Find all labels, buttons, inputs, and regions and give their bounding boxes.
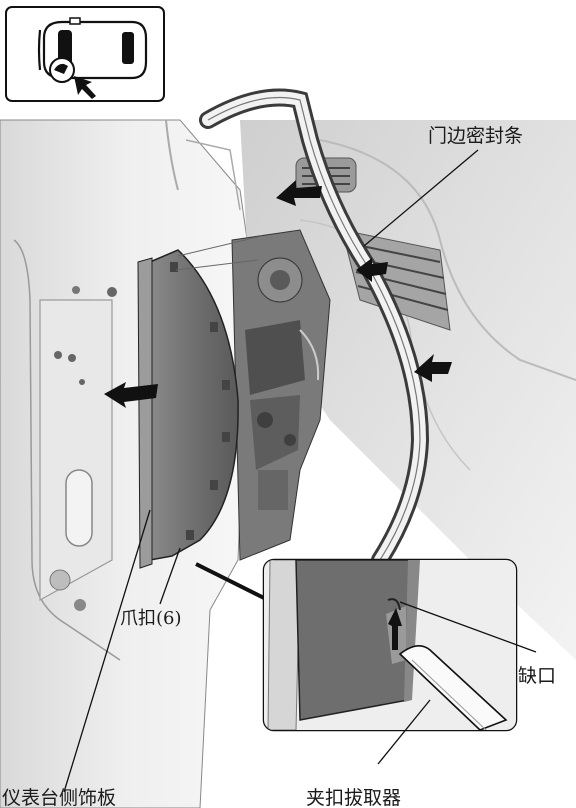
detail-inset: [264, 560, 516, 730]
label-clip-remover: 夹扣拔取器: [306, 787, 401, 808]
label-notch: 缺口: [518, 665, 556, 687]
label-clip: 爪扣(6): [120, 608, 182, 629]
label-side-panel: 仪表台侧饰板: [2, 787, 116, 808]
label-door-seal: 门边密封条: [428, 125, 523, 147]
car-top-view-locator-icon: [6, 7, 164, 101]
dashboard-internals: [232, 230, 330, 560]
